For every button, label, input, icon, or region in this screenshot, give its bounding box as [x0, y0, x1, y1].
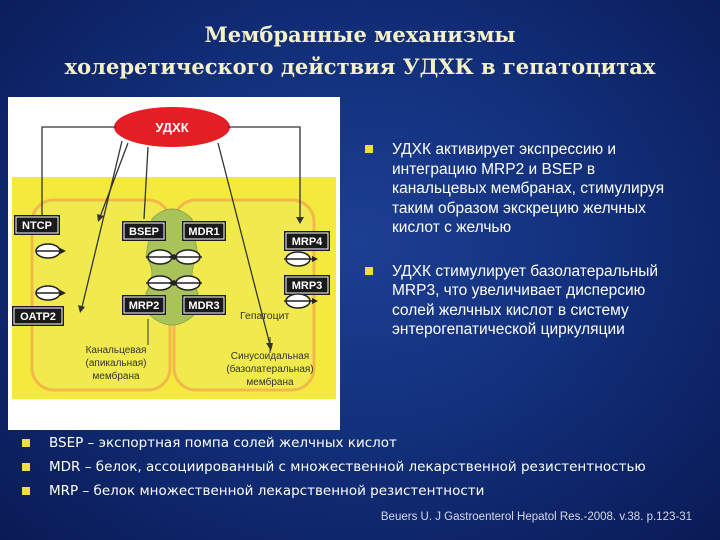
pump-mdr1-icon — [168, 249, 202, 265]
svg-text:MDR1: MDR1 — [188, 226, 219, 238]
transporter-mrp2: MRP2 — [122, 295, 166, 315]
citation: Beuers U. J Gastroenterol Hepatol Res.-2… — [380, 511, 692, 523]
svg-text:MRP4: MRP4 — [292, 236, 323, 248]
svg-text:MRP2: MRP2 — [129, 300, 160, 312]
svg-text:MDR3: MDR3 — [188, 300, 219, 312]
definitions-list: BSEP – экспортная помпа солей желчных ки… — [22, 434, 712, 506]
key-point-text: УДХК стимулирует базолатеральный MRP3, ч… — [392, 262, 659, 339]
key-point-text: УДХК активирует экспрессию и интеграцию … — [392, 141, 665, 236]
sinusoidal-membrane-label: Синусоидальная (базолатеральная) мембран… — [226, 337, 314, 388]
udca-label: УДХК — [155, 120, 188, 135]
udca-ellipse — [114, 107, 230, 147]
key-point: УДХК активирует экспрессию и интеграцию … — [365, 140, 675, 238]
svg-text:OATP2: OATP2 — [20, 311, 56, 323]
bullet-square-icon — [22, 463, 30, 471]
definition-item: BSEP – экспортная помпа солей желчных ки… — [22, 434, 712, 453]
svg-text:Канальцевая: Канальцевая — [86, 345, 147, 356]
pump-icons — [35, 243, 318, 309]
transporter-ntcp: NTCP — [14, 215, 60, 235]
pump-mrp3-icon — [284, 293, 318, 309]
svg-text:(апикальная): (апикальная) — [86, 358, 147, 369]
pump-mrp4-icon — [284, 251, 318, 267]
transporter-oatp2: OATP2 — [12, 306, 64, 326]
title-line-1: Мембранные механизмы — [204, 22, 516, 47]
pump-oatp2-icon — [35, 285, 66, 301]
definition-text: BSEP – экспортная помпа солей желчных ки… — [49, 435, 397, 451]
svg-text:мембрана: мембрана — [246, 376, 294, 388]
transporter-mrp3: MRP3 — [284, 275, 330, 295]
bullet-square-icon — [365, 145, 373, 153]
pump-ntcp-icon — [35, 243, 66, 259]
bullet-square-icon — [22, 439, 30, 447]
bullet-square-icon — [365, 266, 373, 275]
title-line-2: холеретического действия УДХК в гепатоци… — [64, 54, 656, 79]
svg-text:NTCP: NTCP — [22, 220, 52, 232]
transporter-mdr1: MDR1 — [182, 221, 226, 241]
regulation-arrows — [41, 126, 301, 346]
canalicular-membrane-label: Канальцевая (апикальная) мембрана — [86, 319, 149, 382]
bullet-square-icon — [22, 487, 30, 495]
definition-text: MDR – белок, ассоциированный с множестве… — [49, 459, 646, 475]
key-point: УДХК стимулирует базолатеральный MRP3, ч… — [365, 262, 675, 340]
transporter-mdr3: MDR3 — [182, 295, 226, 315]
slide-title: Мембранные механизмы холеретического дей… — [0, 20, 720, 82]
transporter-bsep: BSEP — [122, 221, 166, 241]
svg-text:(базолатеральная): (базолатеральная) — [226, 363, 313, 375]
hepatocyte-label: Гепатоцит — [240, 310, 290, 322]
svg-text:MRP3: MRP3 — [292, 280, 323, 292]
key-points: УДХК активирует экспрессию и интеграцию … — [365, 140, 675, 360]
definition-text: MRP – белок множественной лекарственной … — [49, 483, 485, 499]
transporter-mrp4: MRP4 — [284, 231, 330, 251]
pump-mdr3-icon — [168, 275, 202, 291]
definition-item: MDR – белок, ассоциированный с множестве… — [22, 458, 712, 477]
svg-text:мембрана: мембрана — [92, 370, 140, 382]
svg-text:BSEP: BSEP — [129, 226, 159, 238]
transport-diagram: УДХК NTCP OATP2 — [8, 97, 340, 430]
definition-item: MRP – белок множественной лекарственной … — [22, 482, 712, 501]
svg-text:Синусоидальная: Синусоидальная — [231, 351, 309, 362]
